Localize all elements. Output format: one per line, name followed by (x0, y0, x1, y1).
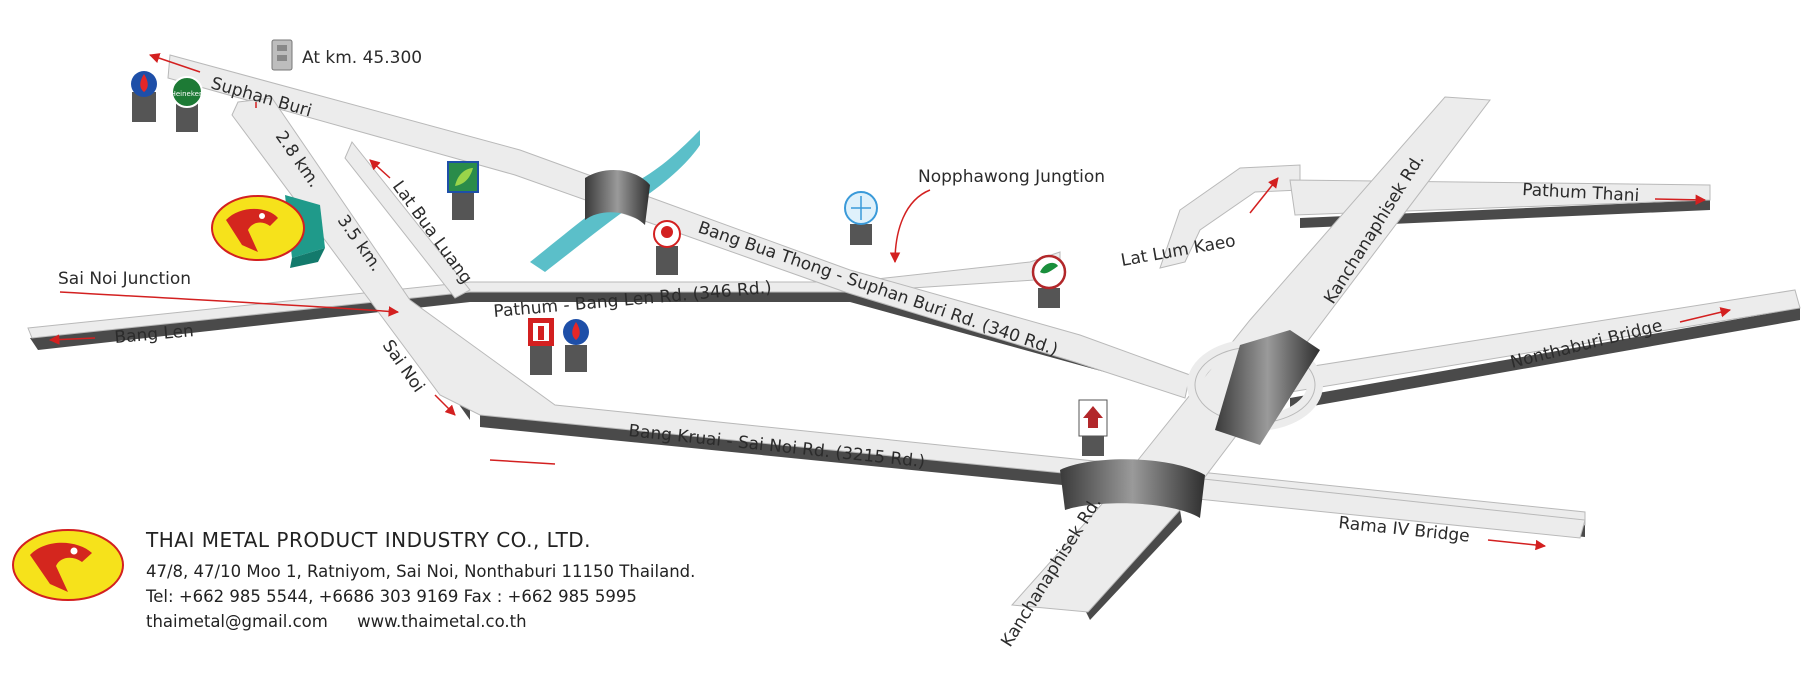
company-name: THAI METAL PRODUCT INDUSTRY CO., LTD. (146, 528, 592, 552)
ptt-station-icon (131, 71, 157, 122)
house-shop-icon (1078, 399, 1108, 456)
sai-noi-junction-label: Sai Noi Junction (58, 269, 191, 289)
landmarks: Heineken (131, 71, 1108, 456)
direction-arrows (48, 53, 1732, 551)
road-340 (167, 54, 1191, 399)
heineken-sign-icon: Heineken (171, 76, 204, 132)
company-location (211, 195, 325, 268)
building-marker-icon (271, 39, 293, 71)
itt-store-icon (528, 318, 554, 375)
company-contact: thaimetal@gmail.com www.thaimetal.co.th (146, 612, 695, 631)
road-lat-lum-kaeo (1159, 164, 1301, 269)
road-lat-bua-luang (344, 141, 471, 299)
bangchak-station-icon (447, 161, 479, 220)
kasikorn-bank-icon (1031, 254, 1067, 308)
company-address: 47/8, 47/10 Moo 1, Ratniyom, Sai Noi, No… (146, 562, 696, 581)
restaurant-mascot-icon (653, 220, 681, 275)
company-email[interactable]: thaimetal@gmail.com (146, 612, 328, 631)
road-3215 (231, 97, 1586, 526)
km-marker-label: At km. 45.300 (302, 48, 422, 68)
globe-shop-icon (844, 191, 878, 245)
company-info: THAI METAL PRODUCT INDUSTRY CO., LTD. 47… (146, 528, 695, 637)
company-logo (12, 529, 124, 601)
nopphawong-junction-label: Nopphawong Jungtion (918, 167, 1105, 187)
company-logo-map (211, 195, 305, 261)
heineken-logo-text: Heineken (171, 90, 204, 98)
company-phone-fax: Tel: +662 985 5544, +6686 303 9169 Fax :… (146, 587, 637, 606)
ptt-station-icon (563, 319, 589, 372)
bridges (585, 169, 1320, 518)
company-website[interactable]: www.thaimetal.co.th (357, 612, 527, 631)
